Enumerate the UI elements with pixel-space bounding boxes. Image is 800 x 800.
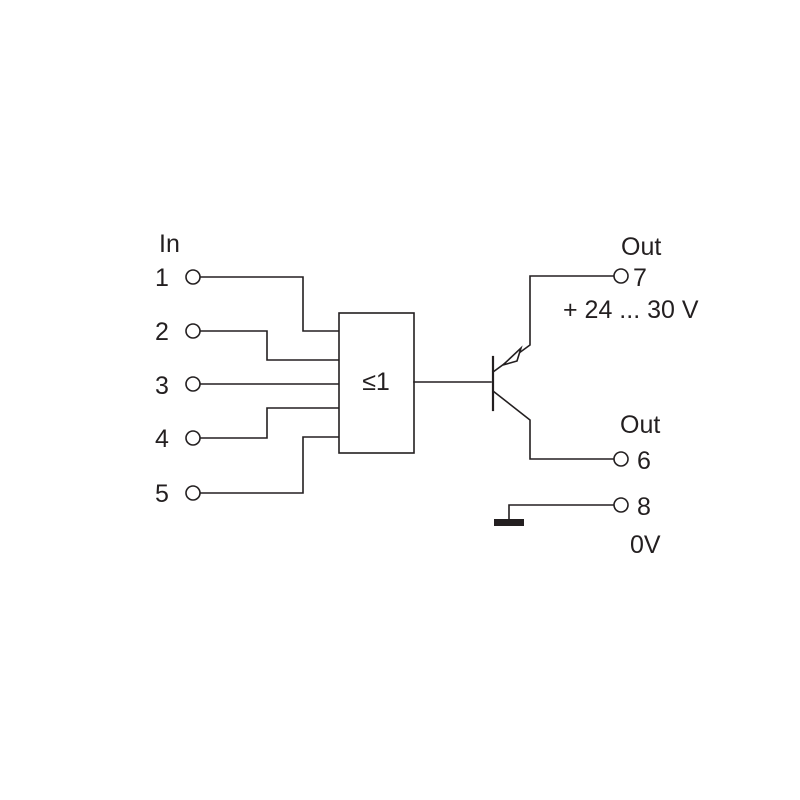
input-pin-1-label: 1 (155, 264, 169, 292)
input-pin-4-label: 4 (155, 425, 169, 453)
gnd-pin-label: 8 (637, 493, 651, 521)
out7-voltage-label: + 24 ... 30 V (563, 296, 699, 324)
out7-pin-label: 7 (633, 264, 647, 292)
input-pin-5-label: 5 (155, 480, 169, 508)
ground-icon (494, 519, 524, 526)
input-wire-2 (199, 330, 340, 361)
ground-wire (508, 504, 615, 521)
input-pin-2-label: 2 (155, 318, 169, 346)
input-terminal-2 (185, 323, 201, 339)
ground-terminal-8 (613, 497, 629, 513)
or-gate (338, 312, 415, 454)
input-terminal-4 (185, 430, 201, 446)
out6-header: Out (620, 411, 660, 439)
output-terminal-6 (613, 451, 629, 467)
input-terminal-3 (185, 376, 201, 392)
inputs-header: In (159, 230, 180, 258)
input-wire-1 (199, 276, 340, 332)
transistor-arrow-icon (502, 345, 523, 366)
out6-pin-label: 6 (637, 447, 651, 475)
or-gate-symbol: ≤1 (362, 368, 390, 396)
input-terminal-5 (185, 485, 201, 501)
input-pin-3-label: 3 (155, 372, 169, 400)
input-wire-4 (199, 407, 340, 439)
output-terminal-7 (613, 268, 629, 284)
transistor-emitter-lead (491, 389, 615, 460)
input-terminal-1 (185, 269, 201, 285)
input-wire-5 (199, 436, 340, 494)
gnd-voltage-label: 0V (630, 531, 661, 559)
out7-header: Out (621, 233, 661, 261)
